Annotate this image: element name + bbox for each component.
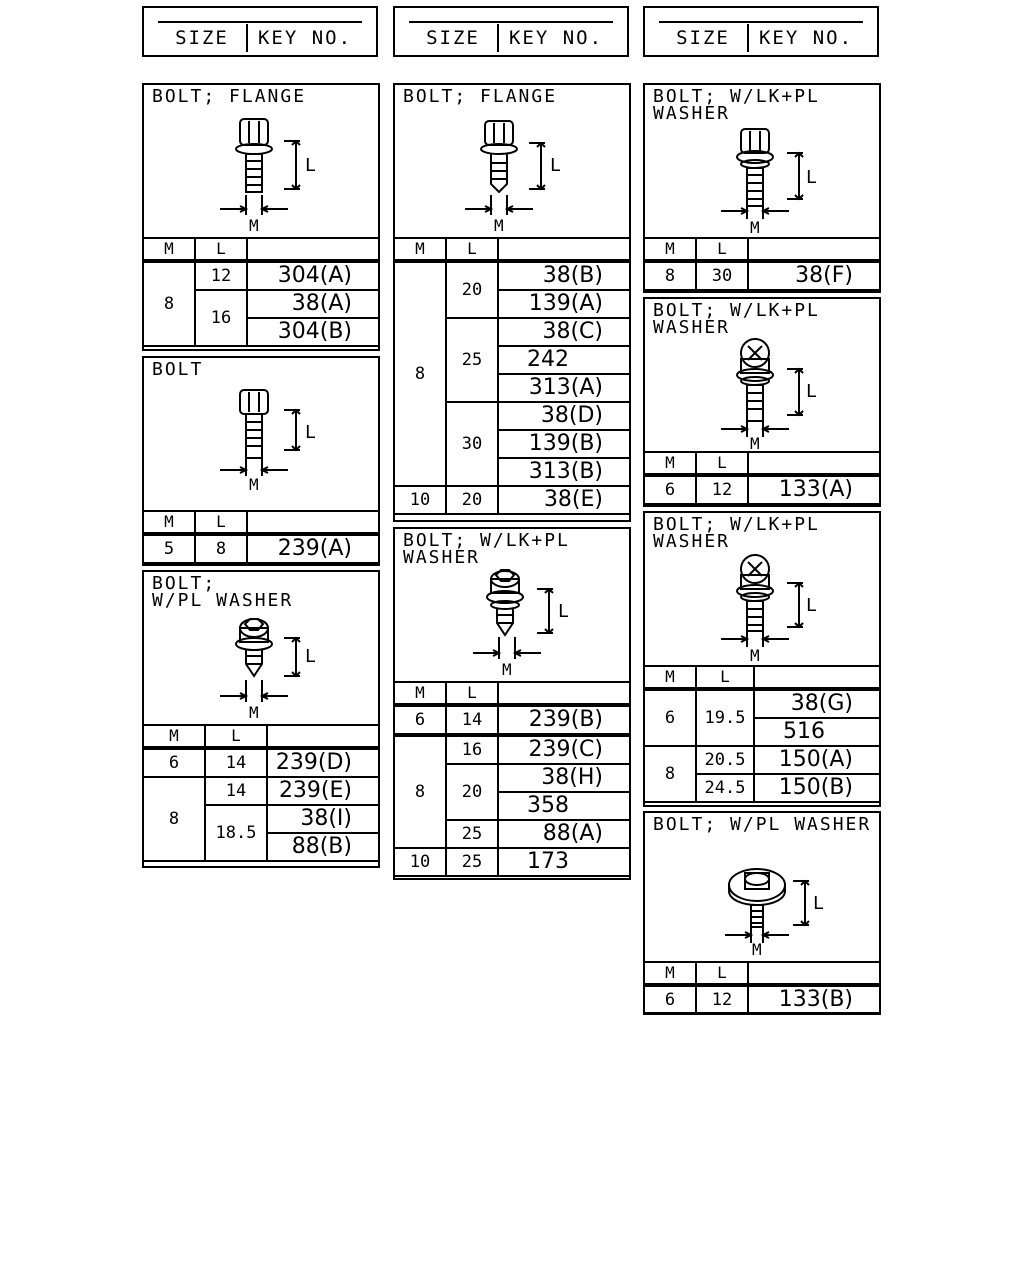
cross-head-bolt-icon: L M	[721, 338, 817, 453]
washer-bolt-icon: L M	[220, 618, 316, 722]
table-row: 358	[394, 791, 631, 821]
panel-title: BOLT; FLANGE	[152, 86, 307, 107]
flange-bolt-icon: L M	[465, 120, 561, 235]
table-row: 88(B)	[143, 832, 380, 862]
panel-title: BOLT; FLANGE	[403, 86, 558, 107]
washer-bolt-icon: L M	[473, 569, 569, 679]
panel-title: BOLT; W/LK+PL WASHER	[653, 86, 820, 124]
hex-bolt-icon: L M	[220, 389, 316, 494]
svg-text:L: L	[813, 893, 824, 914]
svg-text:M: M	[502, 660, 512, 679]
panel-title: BOLT; W/PL WASHER	[152, 573, 294, 611]
panel-title: BOLT; W/LK+PL WASHER	[653, 300, 820, 338]
svg-text:L: L	[305, 422, 316, 443]
svg-text:M: M	[750, 434, 760, 453]
m-header: M	[142, 237, 196, 263]
panel-title: BOLT; W/PL WASHER	[653, 814, 872, 835]
svg-text:L: L	[305, 646, 316, 667]
table-row: 516	[644, 717, 881, 747]
size-label: SIZE	[158, 24, 248, 52]
svg-text:M: M	[750, 218, 760, 237]
flange-bolt-icon: L M	[220, 118, 316, 235]
size-key-header: SIZE KEY NO.	[643, 6, 879, 57]
svg-text:M: M	[249, 703, 259, 722]
svg-text:M: M	[494, 216, 504, 235]
svg-text:M: M	[752, 940, 762, 959]
svg-text:M: M	[750, 646, 760, 665]
panel-title: BOLT; W/LK+PL WASHER	[403, 530, 570, 568]
panel-title: BOLT	[152, 359, 204, 380]
table-row: 304(B)	[143, 317, 380, 347]
svg-text:M: M	[249, 475, 259, 494]
table-row: 139(B)	[394, 429, 631, 459]
svg-text:L: L	[806, 595, 817, 616]
svg-text:L: L	[558, 601, 569, 622]
table-row: 313(B)	[394, 457, 631, 487]
table-row: 139(A)	[394, 289, 631, 319]
table-row: 242	[394, 345, 631, 375]
cross-head-bolt-icon: L M	[721, 554, 817, 665]
l-header: L	[194, 237, 248, 263]
svg-text:L: L	[305, 155, 316, 176]
panel-title: BOLT; W/LK+PL WASHER	[653, 514, 820, 552]
key-no-label: KEY NO.	[257, 27, 353, 49]
table-row: 313(A)	[394, 373, 631, 403]
size-key-header: SIZE KEY NO.	[142, 6, 378, 57]
hex-washer-bolt-icon: L M	[721, 128, 817, 237]
size-key-header: SIZE KEY NO.	[393, 6, 629, 57]
svg-text:L: L	[806, 167, 817, 188]
svg-text:M: M	[249, 216, 259, 235]
large-washer-bolt-icon: L M	[725, 868, 824, 959]
svg-text:L: L	[806, 381, 817, 402]
svg-text:L: L	[550, 155, 561, 176]
